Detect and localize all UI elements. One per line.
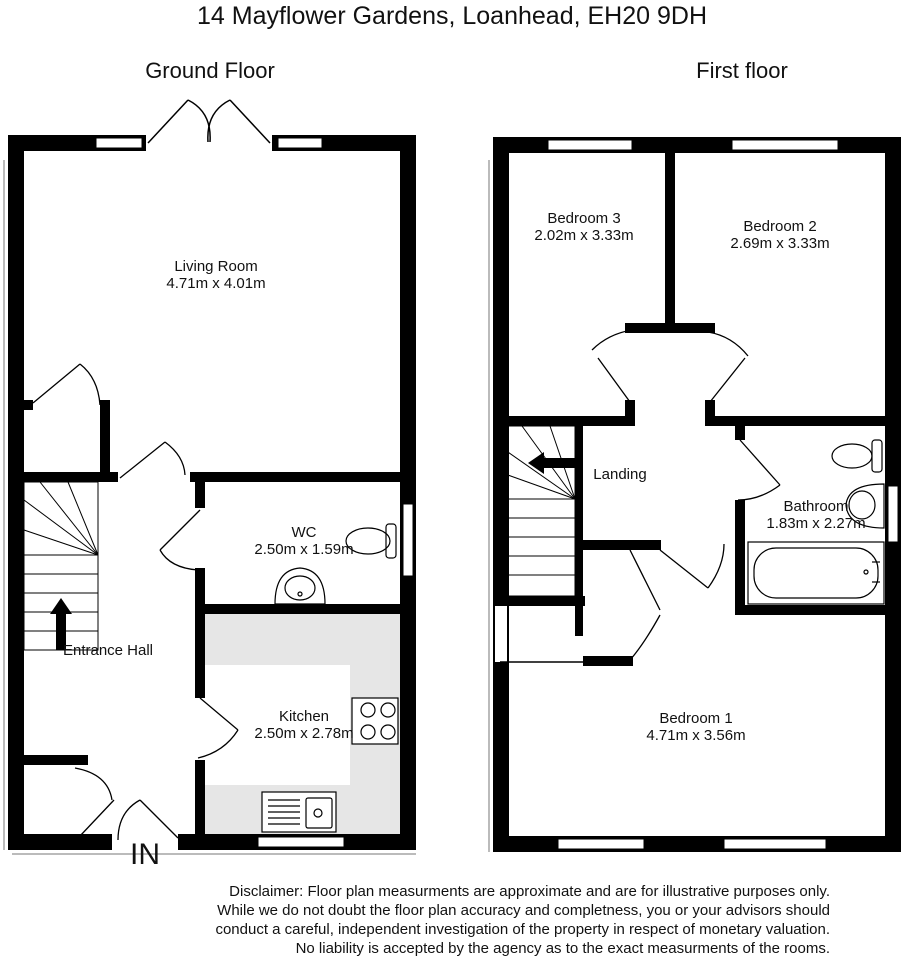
room-name: Landing bbox=[593, 466, 647, 483]
room-size: 2.50m x 2.78m bbox=[254, 725, 354, 742]
ground-floor-door-swings bbox=[32, 363, 239, 841]
room-name: WC bbox=[291, 524, 317, 541]
ground-floor-windows bbox=[95, 137, 414, 848]
room-name: Living Room bbox=[174, 258, 258, 275]
first-floor-title: First floor bbox=[696, 58, 788, 83]
room-name: Bedroom 3 bbox=[547, 210, 621, 227]
room-bedroom-3: Bedroom 3 2.02m x 3.33m bbox=[484, 210, 684, 244]
room-name: Bathroom bbox=[783, 498, 849, 515]
room-entrance-hall: Entrance Hall bbox=[28, 642, 188, 659]
room-wc: WC 2.50m x 1.59m bbox=[204, 524, 404, 558]
disclaimer-line: conduct a careful, independent investiga… bbox=[215, 921, 830, 938]
room-bedroom-1: Bedroom 1 4.71m x 3.56m bbox=[596, 710, 796, 744]
room-bathroom: Bathroom 1.83m x 2.27m bbox=[736, 498, 896, 532]
room-kitchen: Kitchen 2.50m x 2.78m bbox=[204, 708, 404, 742]
kitchen-fixtures bbox=[261, 697, 399, 833]
entrance-label: IN bbox=[130, 838, 160, 871]
ground-floor-dimension-ticks bbox=[3, 160, 416, 855]
kitchen-floor-clear bbox=[205, 665, 350, 785]
bathroom-fixtures bbox=[747, 439, 885, 605]
room-name: Kitchen bbox=[278, 708, 330, 725]
room-living-room: Living Room 4.71m x 4.01m bbox=[116, 258, 316, 292]
ground-floor-plan bbox=[3, 99, 416, 855]
room-landing: Landing bbox=[560, 466, 680, 483]
disclaimer: Disclaimer: Floor plan measurments are a… bbox=[150, 882, 830, 958]
room-size: 2.69m x 3.33m bbox=[730, 235, 830, 252]
first-floor-door-swings bbox=[591, 329, 781, 661]
wc-fixtures bbox=[274, 523, 397, 605]
first-floor-windows bbox=[547, 139, 899, 850]
room-size: 2.02m x 3.33m bbox=[534, 227, 634, 244]
room-size: 1.83m x 2.27m bbox=[766, 515, 866, 532]
disclaimer-line: While we do not doubt the floor plan acc… bbox=[217, 902, 830, 919]
first-floor-plan bbox=[488, 137, 901, 852]
disclaimer-line: No liability is accepted by the agency a… bbox=[295, 940, 830, 957]
disclaimer-line: Disclaimer: Floor plan measurments are a… bbox=[229, 883, 830, 900]
room-name: Bedroom 2 bbox=[743, 218, 817, 235]
room-size: 2.50m x 1.59m bbox=[254, 541, 354, 558]
ground-floor-title: Ground Floor bbox=[145, 58, 275, 83]
stairs-up-arrow bbox=[50, 598, 72, 650]
french-doors bbox=[147, 99, 271, 144]
first-floor-opening bbox=[495, 606, 507, 662]
room-bedroom-2: Bedroom 2 2.69m x 3.33m bbox=[680, 218, 880, 252]
stairs-down-arrow bbox=[528, 452, 575, 474]
ground-floor-openings bbox=[24, 134, 272, 851]
room-name: Bedroom 1 bbox=[659, 710, 733, 727]
room-size: 4.71m x 3.56m bbox=[646, 727, 746, 744]
plan-title: 14 Mayflower Gardens, Loanhead, EH20 9DH bbox=[196, 2, 707, 30]
first-floor-stairs bbox=[504, 425, 576, 597]
room-size: 4.71m x 4.01m bbox=[166, 275, 266, 292]
room-name: Entrance Hall bbox=[62, 642, 154, 659]
